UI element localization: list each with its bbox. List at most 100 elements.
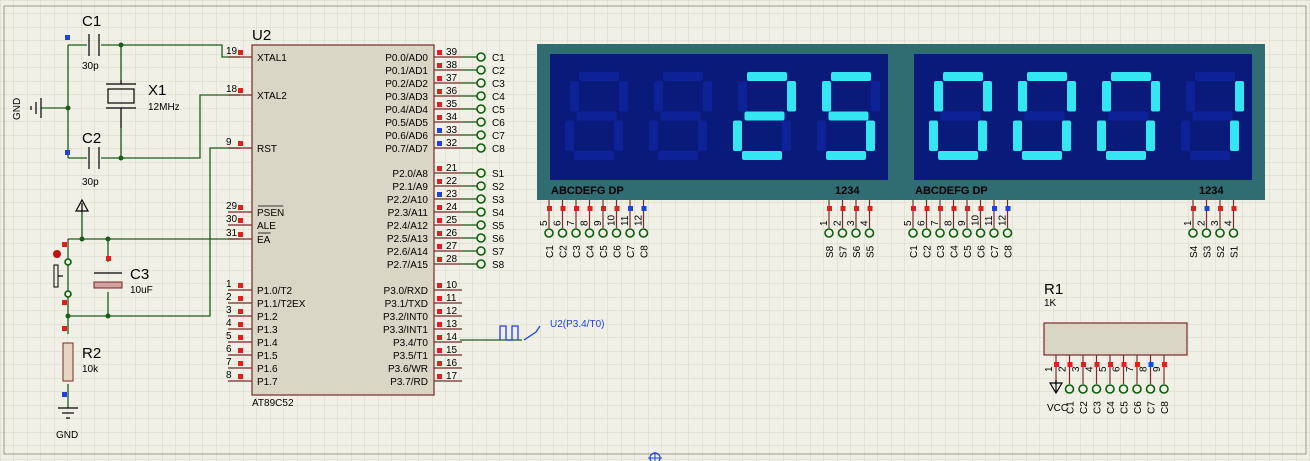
u2-pin-7[interactable]: 7P1.6 [226, 357, 278, 375]
rpack-pin-3[interactable]: 3C2 [1071, 355, 1090, 414]
display-com-pin-1[interactable]: 1S8 [819, 200, 836, 258]
gnd-bottom-label: GND [56, 430, 78, 441]
segment-c [698, 120, 707, 151]
reset-pushbutton[interactable] [53, 242, 72, 305]
display-seg-pin-7[interactable]: 7C3 [566, 200, 583, 258]
display-seg-pin-5[interactable]: 5C1 [903, 200, 920, 258]
mcu-u2[interactable]: U2 AT89C52 19XTAL118XTAL29RST29PSEN30ALE… [226, 27, 505, 409]
display-com-pin-4[interactable]: 4S1 [1224, 200, 1241, 258]
capacitor-c3[interactable]: C3 10uF [93, 256, 153, 296]
svg-text:S7: S7 [839, 245, 850, 258]
display-seg-pin-8[interactable]: 8C4 [944, 200, 961, 258]
display-seg-pin-9[interactable]: 9C5 [957, 200, 974, 258]
rpack-pin-1[interactable]: 1 [1044, 355, 1059, 384]
display-com-pin-2[interactable]: 2S7 [833, 200, 850, 258]
resistor-r2[interactable]: R2 10k [62, 326, 101, 397]
rpack-pin-4[interactable]: 4C3 [1085, 355, 1104, 414]
digit [733, 72, 796, 160]
u2-pin-4[interactable]: 4P1.3 [226, 318, 278, 336]
svg-text:C5: C5 [599, 245, 610, 258]
crystal-x1[interactable]: X1 12MHz [106, 80, 180, 128]
svg-text:5: 5 [903, 220, 914, 226]
display-seg-pin-5[interactable]: 5C1 [539, 200, 556, 258]
net-label: C6 [492, 118, 505, 129]
display-com-pin-4[interactable]: 4S5 [860, 200, 877, 258]
display-com-pin-3[interactable]: 3S6 [846, 200, 863, 258]
capacitor-c1[interactable]: C1 30p [65, 13, 101, 72]
u2-pin-3[interactable]: 3P1.2 [226, 305, 278, 323]
display-seg-pin-6[interactable]: 6C2 [553, 200, 570, 258]
segment-f [1018, 81, 1027, 112]
probe-label: U2(P3.4/T0) [550, 319, 604, 330]
u2-pin-8[interactable]: 8P1.7 [226, 370, 278, 388]
rpack-pin-2[interactable]: 2C1 [1058, 355, 1077, 414]
svg-text:6: 6 [553, 220, 564, 226]
u2-pin-number: 6 [226, 344, 232, 355]
display-seg-pin-6[interactable]: 6C2 [917, 200, 934, 258]
display-com-pin-2[interactable]: 2S3 [1197, 200, 1214, 258]
display-seg-pin-9[interactable]: 9C5 [593, 200, 610, 258]
signal-probe[interactable]: U2(P3.4/T0) [460, 319, 604, 341]
rpack-pin-9[interactable]: 9C8 [1152, 355, 1171, 414]
capacitor-c2[interactable]: C2 30p [65, 130, 101, 188]
rpack-pin-6[interactable]: 6C5 [1112, 355, 1131, 414]
display-com-pin-1[interactable]: 1S4 [1183, 200, 1200, 258]
x1-value: 12MHz [148, 102, 180, 113]
r2-value: 10k [82, 364, 99, 375]
display-com-pin-3[interactable]: 3S2 [1210, 200, 1227, 258]
u2-pin-name: RST [257, 144, 277, 155]
net-label: S5 [492, 221, 505, 232]
display-seg-pin-8[interactable]: 8C4 [580, 200, 597, 258]
display-seg-pin-7[interactable]: 7C3 [930, 200, 947, 258]
segment-a [1027, 72, 1067, 81]
u2-pin-number: 7 [226, 357, 232, 368]
u2-pin-5[interactable]: 5P1.4 [226, 331, 278, 349]
rpack-pin-5[interactable]: 5C4 [1098, 355, 1117, 414]
rpack-pin-8[interactable]: 8C7 [1139, 355, 1158, 414]
rpack-pin-7[interactable]: 7C6 [1125, 355, 1144, 414]
u2-pin-6[interactable]: 6P1.5 [226, 344, 278, 362]
u2-pin-1[interactable]: 1P1.0/T2 [226, 279, 292, 297]
u2-pin-2[interactable]: 2P1.1/T2EX [226, 292, 306, 310]
